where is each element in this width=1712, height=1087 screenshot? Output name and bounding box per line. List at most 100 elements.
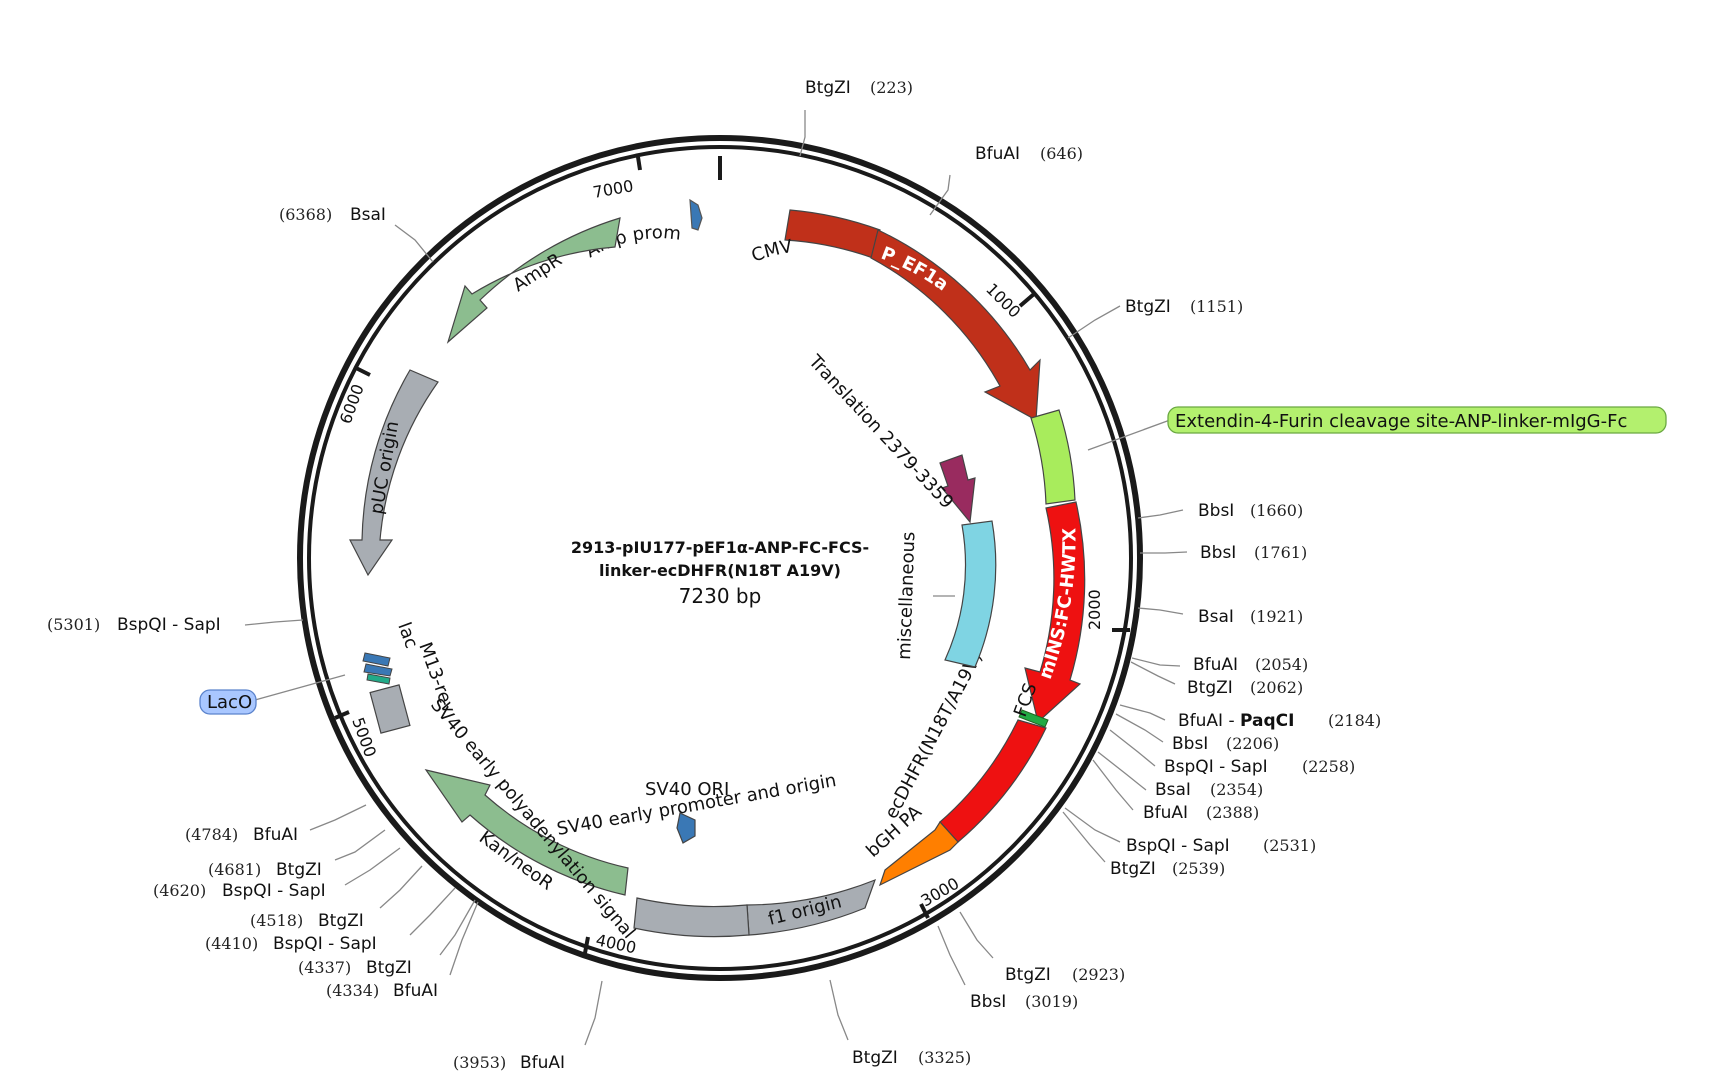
cmv-label: CMV <box>749 236 795 267</box>
site-btgzi-4518[interactable]: BtgZI (4518) <box>250 865 423 931</box>
site-position: (4337) <box>298 958 351 977</box>
site-position: (1921) <box>1250 607 1303 626</box>
site-bfuai-3953[interactable]: BfuAI (3953) <box>453 980 603 1073</box>
laco-callout[interactable]: LacO <box>199 674 346 715</box>
laco-mark <box>366 673 391 685</box>
site-name: BspQI - SapI <box>117 615 221 635</box>
site-position: (646) <box>1040 144 1083 163</box>
site-name: BfuAI <box>253 825 298 845</box>
site-name: BbsI <box>970 992 1006 1012</box>
site-btgzi-3325[interactable]: BtgZI (3325) <box>829 979 971 1068</box>
site-name: BsaI <box>1198 607 1234 627</box>
site-position: (2539) <box>1172 859 1225 878</box>
site-position: (2531) <box>1263 836 1316 855</box>
site-position: (2206) <box>1226 734 1279 753</box>
extendin-callout-text: Extendin-4-Furin cleavage site-ANP-linke… <box>1175 411 1627 432</box>
site-name: BtgZI <box>852 1048 898 1068</box>
translation-arrow <box>939 454 976 524</box>
site-btgzi-2923[interactable]: BtgZI (2923) <box>959 911 1125 985</box>
site-position: (1151) <box>1190 297 1243 316</box>
site-position: (3325) <box>918 1048 971 1067</box>
feature-sv40-ori[interactable]: SV40 ORI <box>645 779 729 844</box>
feature-cmv[interactable]: CMV <box>749 209 881 267</box>
site-bspqi-sapi-2258[interactable]: BspQI - SapI (2258) <box>1109 729 1355 777</box>
tick-label-7000: 7000 <box>591 176 634 202</box>
site-position: (4410) <box>205 934 258 953</box>
site-bsai-6368[interactable]: BsaI (6368) <box>279 205 434 263</box>
site-name: BsaI <box>350 205 386 225</box>
site-position: (3019) <box>1025 992 1078 1011</box>
site-btgzi-4337[interactable]: BtgZI (4337) <box>298 899 476 978</box>
feature-translation[interactable]: Translation 2379-3359 <box>804 350 976 524</box>
ampr-arrow <box>446 217 621 344</box>
site-name: BfuAI - PaqCI <box>1178 711 1294 731</box>
fcs-band <box>1018 709 1049 728</box>
sv40-ori-label: SV40 ORI <box>645 779 729 800</box>
site-bfuai-646[interactable]: BfuAI (646) <box>929 144 1083 216</box>
site-bbsi-3019[interactable]: BbsI (3019) <box>937 925 1078 1012</box>
site-bspqi-sapi-4410[interactable]: BspQI - SapI (4410) <box>205 887 456 954</box>
bgh-arrow <box>878 821 959 887</box>
site-btgzi-2539[interactable]: BtgZI (2539) <box>1062 811 1225 879</box>
feature-extendin-fc[interactable]: Extendin-4-Furin cleavage site-ANP-linke… <box>1030 406 1667 505</box>
site-position: (4518) <box>250 911 303 930</box>
restriction-sites: BtgZI (223) BfuAI (646) BtgZI (1151) Bbs… <box>47 78 1381 1073</box>
lac-arrow <box>362 652 391 667</box>
site-btgzi-4681[interactable]: BtgZI (4681) <box>208 829 386 880</box>
site-bbsi-1761[interactable]: BbsI (1761) <box>1140 543 1307 563</box>
site-btgzi-2062[interactable]: BtgZI (2062) <box>1130 661 1303 698</box>
site-bfuai-paqci-2184[interactable]: BfuAI - PaqCI (2184) <box>1119 704 1381 731</box>
site-name: BtgZI <box>805 78 851 98</box>
feature-miscellaneous[interactable]: miscellaneous <box>894 520 997 668</box>
site-name: BfuAI <box>393 981 438 1001</box>
site-position: (1761) <box>1254 543 1307 562</box>
site-bspqi-sapi-2531[interactable]: BspQI - SapI (2531) <box>1064 807 1316 856</box>
site-btgzi-223[interactable]: BtgZI (223) <box>799 78 913 157</box>
site-name: BtgZI <box>366 958 412 978</box>
kan-arrow <box>424 769 629 896</box>
feature-ampr[interactable]: AmpR <box>446 217 621 344</box>
laco-box <box>199 689 257 715</box>
feature-bgh-pa[interactable]: bGH PA <box>862 801 959 887</box>
site-position: (4334) <box>326 981 379 1000</box>
tick-label-6000: 6000 <box>336 382 368 427</box>
site-bfuai-4784[interactable]: BfuAI (4784) <box>185 804 367 845</box>
site-bsai-1921[interactable]: BsaI (1921) <box>1137 607 1303 627</box>
sv40-prom-block <box>633 897 750 938</box>
misc-label: miscellaneous <box>894 531 919 660</box>
site-bfuai-4334[interactable]: BfuAI (4334) <box>326 901 479 1001</box>
site-bsai-2354[interactable]: BsaI (2354) <box>1097 751 1263 800</box>
site-position: (5301) <box>47 615 100 634</box>
site-name: BbsI <box>1172 734 1208 754</box>
amp-prom-arrow <box>689 198 703 231</box>
site-position: (223) <box>870 78 913 97</box>
site-name: BsaI <box>1155 780 1191 800</box>
site-name: BspQI - SapI <box>1164 757 1268 777</box>
site-bbsi-1660[interactable]: BbsI (1660) <box>1137 501 1303 521</box>
site-name: BtgZI <box>1125 297 1171 317</box>
site-name: BspQI - SapI <box>273 934 377 954</box>
site-position: (2388) <box>1206 803 1259 822</box>
site-bspqi-sapi-5301[interactable]: BspQI - SapI (5301) <box>47 615 304 635</box>
misc-block <box>944 520 997 668</box>
site-bfuai-2388[interactable]: BfuAI (2388) <box>1092 759 1259 823</box>
paqci-bold: PaqCI <box>1240 711 1294 731</box>
tick-label-5000: 5000 <box>348 715 380 760</box>
cmv-arrow <box>784 209 881 259</box>
site-bfuai-2054[interactable]: BfuAI (2054) <box>1131 655 1308 675</box>
site-name: BtgZI <box>1110 859 1156 879</box>
tick-label-2000: 2000 <box>1085 589 1104 630</box>
site-name: BtgZI <box>1005 965 1051 985</box>
translation-label: Translation 2379-3359 <box>804 350 958 513</box>
feature-puc-origin[interactable]: pUC origin <box>349 369 439 577</box>
title-line-2: linker-ecDHFR(N18T A19V) <box>599 561 841 580</box>
site-bbsi-2206[interactable]: BbsI (2206) <box>1115 713 1279 754</box>
site-position: (4620) <box>153 881 206 900</box>
plasmid-title: 2913-pIU177-pEF1α-ANP-FC-FCS- linker-ecD… <box>571 538 869 608</box>
site-position: (4784) <box>185 825 238 844</box>
site-bspqi-sapi-4620[interactable]: BspQI - SapI (4620) <box>153 847 401 901</box>
extendin-callout-box <box>1167 406 1667 434</box>
feature-f1-origin[interactable]: f1 origin <box>746 878 877 936</box>
site-btgzi-1151[interactable]: BtgZI (1151) <box>1067 297 1243 339</box>
